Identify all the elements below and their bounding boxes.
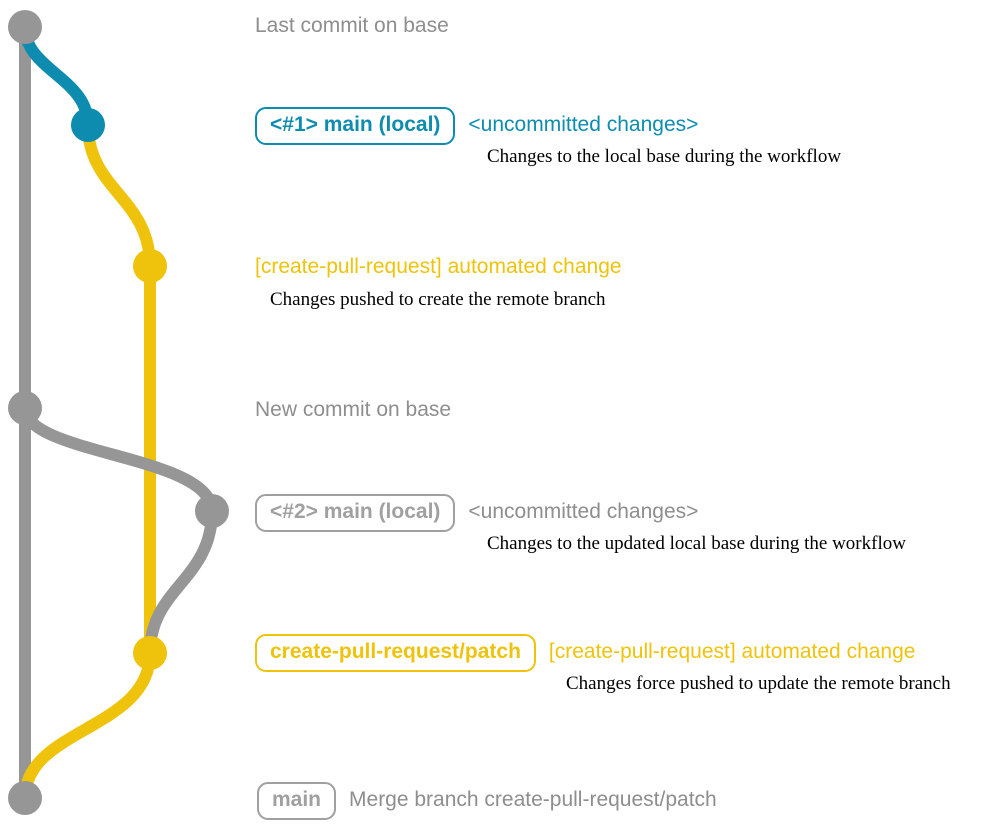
commit-subject-uncommitted-2: <uncommitted changes> bbox=[468, 500, 699, 523]
commit-node-new-commit-on-base[interactable] bbox=[8, 391, 42, 425]
commit-description-automated-change-1: Changes pushed to create the remote bran… bbox=[270, 289, 606, 310]
commit-row-local-1: <#1> main (local) <uncommitted changes> bbox=[255, 107, 698, 145]
commit-subject-new-commit-on-base: New commit on base bbox=[255, 398, 452, 421]
commit-subject-uncommitted-1: <uncommitted changes> bbox=[468, 113, 699, 136]
commit-node-local-uncommitted-2[interactable] bbox=[195, 494, 229, 528]
commit-subject-merge: Merge branch create-pull-request/patch bbox=[349, 788, 717, 811]
graph-edge-local2-to-patch2 bbox=[144, 505, 218, 659]
graph-edge-local-to-patch bbox=[82, 119, 156, 272]
commit-row-local-2: <#2> main (local) <uncommitted changes> bbox=[255, 494, 698, 532]
commit-subject-automated-change-1: [create-pull-request] automated change bbox=[255, 255, 622, 278]
graph-edge-base-to-local bbox=[19, 21, 94, 131]
commit-subject-automated-change-2: [create-pull-request] automated change bbox=[548, 640, 916, 663]
commit-row-merge: main Merge branch create-pull-request/pa… bbox=[257, 782, 717, 820]
graph-edge-base2-to-local2 bbox=[19, 402, 218, 517]
branch-pill-main-local-2[interactable]: <#2> main (local) bbox=[255, 494, 456, 532]
commit-node-automated-change-2[interactable] bbox=[133, 636, 167, 670]
graph-edge-patch2-to-merge bbox=[19, 647, 156, 804]
commit-description-local-1: Changes to the local base during the wor… bbox=[487, 146, 842, 167]
commit-node-merge[interactable] bbox=[8, 781, 42, 815]
branch-pill-main[interactable]: main bbox=[257, 782, 337, 820]
commit-row-patch-2: create-pull-request/patch [create-pull-r… bbox=[255, 634, 915, 672]
commit-description-local-2: Changes to the updated local base during… bbox=[487, 533, 906, 554]
branch-pill-create-pull-request-patch[interactable]: create-pull-request/patch bbox=[255, 634, 536, 672]
commit-node-last-commit-on-base[interactable] bbox=[8, 10, 42, 44]
commit-subject-last-commit-on-base: Last commit on base bbox=[255, 14, 449, 37]
branch-pill-main-local-1[interactable]: <#1> main (local) bbox=[255, 107, 456, 145]
commit-node-automated-change-1[interactable] bbox=[133, 249, 167, 283]
commit-node-local-uncommitted-1[interactable] bbox=[71, 108, 105, 142]
commit-description-automated-change-2: Changes force pushed to update the remot… bbox=[566, 673, 951, 694]
